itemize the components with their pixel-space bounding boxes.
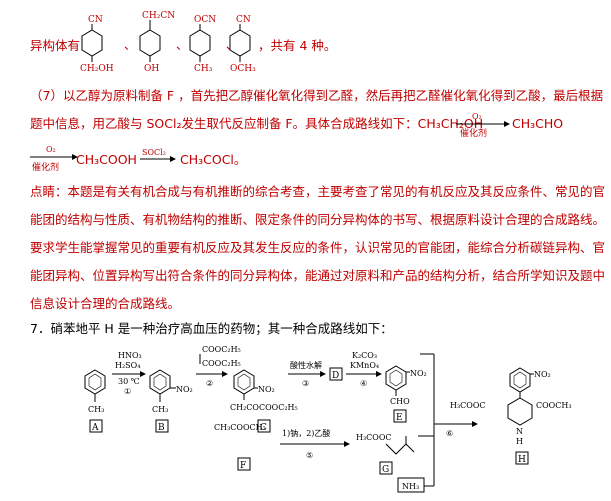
- svg-text:K₂CO₃: K₂CO₃: [352, 351, 377, 360]
- svg-text:CHO: CHO: [390, 397, 410, 406]
- compound-A: CH₃ A: [84, 369, 106, 433]
- svg-text:1)钠，2)乙酸: 1)钠，2)乙酸: [282, 428, 330, 438]
- svg-text:CH₃COOCH₃: CH₃COOCH₃: [214, 423, 266, 432]
- svg-text:催化剂: 催化剂: [460, 127, 487, 139]
- compound-F: CH₃COOCH₃ F: [214, 423, 266, 471]
- synthesis-scheme: CH₃ A HNO₃ H₂SO₄ 30 ℃ ① NO₂ CH₃ B COOC₂H…: [84, 345, 572, 493]
- step-5-arrow: 1)钠，2)乙酸 ⑤: [280, 428, 350, 460]
- svg-text:CN: CN: [236, 15, 251, 25]
- arrow-socl2: SOCl₂: [140, 148, 176, 162]
- svg-text:O₂: O₂: [472, 112, 482, 121]
- svg-text:E: E: [396, 413, 403, 423]
- svg-text:D: D: [332, 371, 339, 381]
- step-3-arrow: 酸性水解 ③: [288, 360, 326, 388]
- svg-text:OH: OH: [144, 64, 159, 74]
- svg-text:NO₂: NO₂: [410, 369, 427, 378]
- step-6-bracket: ⑥: [418, 353, 478, 487]
- para2-line2: 题中信息，用乙酸与 SOCl₂发生取代反应制备 F。具体合成路线如下：CH₃CH…: [30, 116, 484, 131]
- para2-line2-end: CH₃CHO: [512, 116, 564, 131]
- svg-text:、: 、: [124, 38, 136, 52]
- svg-text:C: C: [260, 423, 267, 433]
- isomer-3: OCN CH₃: [189, 15, 216, 74]
- svg-text:B: B: [158, 423, 165, 433]
- svg-text:COOCH₃: COOCH₃: [536, 401, 572, 410]
- svg-text:NO₂: NO₂: [534, 370, 551, 379]
- svg-text:H₃COOC: H₃COOC: [450, 401, 486, 410]
- isomer-structures: CN CH₂OH 、 CH₂CN OH 、 OCN CH₃ 、 CN OCH₃: [80, 11, 256, 74]
- comment-line-1: 点睛：本题是有关有机合成与有机推断的综合考查，主要考查了常见的有机反应及其反应条…: [30, 184, 606, 199]
- svg-text:NO₂: NO₂: [176, 385, 193, 394]
- step-1-arrow: HNO₃ H₂SO₄ 30 ℃ ①: [112, 351, 146, 396]
- svg-text:、: 、: [176, 38, 188, 52]
- svg-text:COOC₂H₅: COOC₂H₅: [202, 359, 241, 368]
- svg-text:①: ①: [124, 387, 131, 396]
- svg-text:③: ③: [302, 379, 309, 388]
- svg-text:、: 、: [226, 38, 238, 52]
- svg-text:催化剂: 催化剂: [32, 161, 59, 173]
- svg-text:CH₃: CH₃: [152, 405, 168, 414]
- compound-G: H₃COOC G: [356, 433, 415, 475]
- svg-text:30 ℃: 30 ℃: [118, 377, 140, 386]
- svg-text:CN: CN: [88, 15, 103, 25]
- svg-text:H₃COOC: H₃COOC: [356, 433, 392, 442]
- step-2-arrow: COOC₂H₅ COOC₂H₅ ②: [196, 345, 241, 388]
- svg-text:⑥: ⑥: [446, 429, 453, 438]
- svg-text:CH₂OH: CH₂OH: [80, 64, 114, 74]
- comment-line-2: 能团的结构与性质、有机物结构的推断、限定条件的同分异构体的书写、根据原料设计合理…: [30, 212, 606, 227]
- svg-text:⑤: ⑤: [306, 451, 313, 460]
- svg-text:CH₃: CH₃: [194, 64, 213, 74]
- compound-E: NO₂ CHO E: [385, 365, 427, 423]
- svg-text:CH₃: CH₃: [88, 405, 104, 414]
- reagent-NH3: NH₃: [397, 477, 425, 493]
- arrow-o2-1: O₂ 催化剂: [456, 112, 510, 139]
- svg-text:NO₂: NO₂: [258, 385, 275, 394]
- comment-line-5: 信息设计合理的合成路线。: [30, 296, 181, 311]
- para2-line3-mid: CH₃COCl。: [180, 152, 247, 167]
- svg-text:②: ②: [206, 379, 213, 388]
- compound-D: D: [329, 367, 343, 381]
- comment-line-3: 要求学生能掌握常见的重要有机反应及其发生反应的条件，认识常见的官能团，能综合分析…: [30, 240, 606, 255]
- svg-text:SOCl₂: SOCl₂: [142, 148, 166, 157]
- question-7: 7．硝苯地平 H 是一种治疗高血压的药物；其一种合成路线如下：: [30, 321, 393, 336]
- svg-text:O₂: O₂: [46, 145, 56, 154]
- comment-line-4: 能团异构、位置异构写出符合条件的同分异构体，能通过对原料和产品的结构分析，结合所…: [30, 268, 606, 283]
- svg-text:酸性水解: 酸性水解: [290, 360, 322, 370]
- svg-text:KMnO₄: KMnO₄: [350, 361, 379, 370]
- svg-text:A: A: [91, 423, 99, 433]
- svg-text:OCN: OCN: [194, 15, 216, 25]
- para2-line3-start: CH₃COOH: [76, 152, 137, 167]
- compound-H: NO₂ H₃COOC COOCH₃ N H H: [450, 367, 572, 465]
- svg-text:NH₃: NH₃: [402, 482, 419, 491]
- isomer-2: CH₂CN OH: [139, 11, 175, 74]
- isomer-suffix: ，共有 4 种。: [258, 38, 337, 53]
- arrow-o2-2: O₂ 催化剂: [30, 145, 78, 173]
- isomer-4: CN OCH₃: [229, 15, 256, 74]
- step-4-arrow: K₂CO₃ KMnO₄ ④: [346, 351, 382, 388]
- svg-text:H: H: [518, 455, 526, 465]
- svg-text:H: H: [516, 437, 523, 446]
- svg-text:F: F: [240, 461, 246, 471]
- svg-text:HNO₃: HNO₃: [118, 351, 142, 360]
- compound-C: NO₂ CH₂COCOOC₂H₅ C: [230, 369, 298, 433]
- para2-line1: （7）以乙醇为原料制备 F ，首先把乙醇催化氧化得到乙醛，然后再把乙醛催化氧化得…: [30, 88, 604, 103]
- svg-text:OCH₃: OCH₃: [230, 64, 256, 74]
- svg-text:CH₂CN: CH₂CN: [142, 11, 175, 21]
- svg-text:CH₂COCOOC₂H₅: CH₂COCOOC₂H₅: [230, 403, 298, 412]
- svg-text:N: N: [516, 427, 523, 436]
- svg-text:G: G: [382, 465, 389, 475]
- svg-text:H₂SO₄: H₂SO₄: [115, 361, 140, 370]
- compound-B: NO₂ CH₃ B: [149, 369, 193, 433]
- svg-text:④: ④: [360, 379, 367, 388]
- svg-text:COOC₂H₅: COOC₂H₅: [202, 345, 241, 354]
- isomer-1: CN CH₂OH: [80, 15, 114, 74]
- isomer-prefix: 异构体有: [30, 38, 81, 53]
